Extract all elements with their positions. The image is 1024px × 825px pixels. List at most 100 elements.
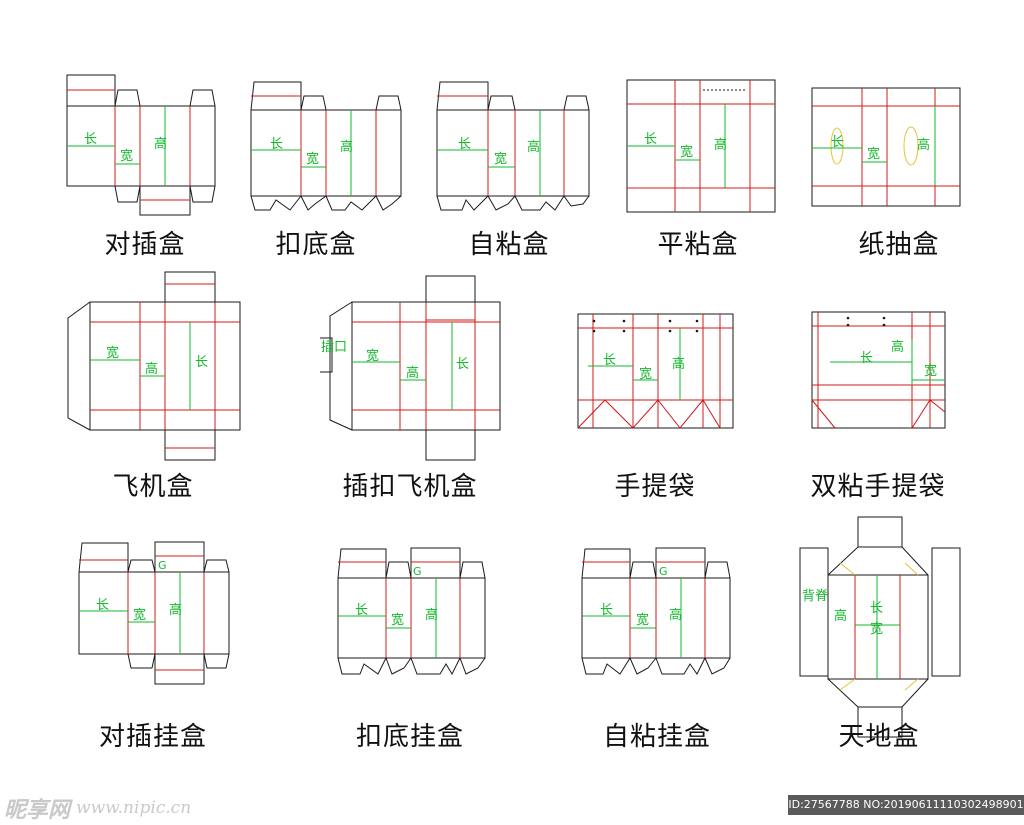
caption-lock-bottom-box: 扣底盒: [275, 230, 357, 260]
flap-outline: [203, 559, 230, 573]
flap-outline: [300, 195, 327, 211]
tissue-opening-right: [903, 126, 919, 166]
panel-outline: [577, 313, 734, 429]
panel-outline: [436, 109, 590, 197]
flap-outline: [320, 337, 333, 373]
dieline-self-glue-hanger-box: G 长宽 高: [581, 547, 731, 675]
label-width: 宽: [120, 148, 133, 164]
flap-outline: [487, 195, 516, 211]
watermark-url: www.nipic.cn: [76, 797, 192, 818]
flap-outline: [385, 657, 412, 675]
label-length: 长: [195, 355, 208, 370]
hole-mark: [695, 329, 699, 333]
flap-outline: [629, 561, 657, 579]
flap-outline: [704, 657, 731, 675]
dieline-self-glue-box: 长宽高: [436, 81, 590, 211]
flap-outline: [581, 657, 631, 675]
label-length: 长: [84, 132, 97, 147]
label-height: 高: [669, 607, 682, 623]
tissue-opening-left: [830, 127, 844, 165]
flap-outline: [655, 657, 706, 675]
panel-outline: [164, 271, 216, 303]
flap-outline: [325, 195, 377, 211]
label-height: 高: [672, 356, 685, 372]
dieline-handbag: 长宽高: [577, 313, 734, 429]
flap-outline: [839, 678, 856, 691]
hole-mark: [882, 323, 886, 327]
hole-mark: [846, 323, 850, 327]
caption-double-glue-handbag: 双粘手提袋: [810, 472, 946, 502]
panel-outline: [154, 653, 205, 685]
flap-outline: [114, 185, 141, 203]
panel-outline: [811, 311, 946, 429]
label-height: 高: [154, 136, 167, 152]
label-width: 宽: [870, 621, 883, 637]
panel-outline: [164, 429, 216, 461]
flap-outline: [189, 89, 216, 107]
label-height: 高: [917, 137, 930, 153]
label-width: 宽: [636, 612, 649, 628]
flap-outline: [577, 399, 721, 429]
hole-mark: [882, 316, 886, 320]
flap-outline: [839, 562, 856, 576]
hole-mark: [622, 319, 626, 323]
panel-outline: [78, 571, 230, 655]
label-length: 长: [456, 357, 469, 372]
flap-outline: [514, 195, 565, 211]
label-length: 长: [270, 137, 283, 152]
caption-self-glue-hanger-box: 自粘挂盒: [602, 722, 711, 752]
flap-outline: [114, 89, 141, 107]
flap-outline: [563, 95, 590, 111]
panel-outline: [811, 87, 961, 207]
label-height: 高: [891, 339, 904, 355]
label-length: 长: [600, 603, 613, 618]
caption-self-glue-box: 自粘盒: [468, 230, 550, 260]
flap-outline: [375, 195, 402, 211]
label-length: 长: [458, 137, 471, 152]
hole-mark: [668, 319, 672, 323]
flap-outline: [704, 561, 731, 579]
flap-outline: [127, 653, 156, 669]
label-height: 高: [527, 139, 540, 155]
flap-outline: [375, 95, 402, 111]
label-length: 长: [860, 351, 873, 366]
hole-mark: [592, 319, 596, 323]
flap-outline: [911, 399, 946, 429]
dieline-tissue-box: 长宽高: [811, 87, 961, 207]
label-width: 宽: [366, 348, 379, 364]
label-width: 宽: [680, 144, 693, 160]
caption-tuck-end-box: 对插盒: [104, 230, 186, 260]
label-insert: 插口: [321, 340, 347, 355]
flap-outline: [904, 678, 919, 691]
flap-outline: [215, 301, 241, 431]
caption-tuck-end-hanger-box: 对插挂盒: [98, 722, 207, 752]
flap-outline: [250, 195, 302, 211]
flap-outline: [67, 301, 91, 431]
label-width: 宽: [867, 146, 880, 162]
label-width: 宽: [133, 607, 146, 623]
caption-lock-mailer-box: 插扣飞机盒: [342, 472, 478, 502]
flap-outline: [811, 399, 836, 429]
dieline-flat-glue-box: 长宽高: [626, 79, 776, 213]
label-back: 背脊: [802, 589, 828, 604]
label-width: 宽: [639, 366, 652, 382]
flap-outline: [300, 95, 327, 111]
label-glue: G: [659, 565, 668, 578]
label-length: 长: [355, 603, 368, 618]
flap-outline: [827, 546, 929, 576]
flap-outline: [487, 95, 516, 111]
watermark-id: ID:27567788 NO:20190611110302498901: [788, 795, 1024, 815]
label-length: 长: [870, 601, 883, 616]
flap-outline: [337, 657, 387, 675]
label-height: 高: [340, 139, 353, 155]
flap-outline: [203, 653, 230, 669]
flap-outline: [189, 185, 216, 203]
flap-outline: [436, 195, 489, 211]
dieline-lock-bottom-hanger-box: G长宽高: [337, 547, 486, 676]
flap-outline: [827, 678, 929, 708]
caption-lid-base-box: 天地盒: [838, 722, 920, 752]
label-width: 宽: [106, 345, 119, 361]
